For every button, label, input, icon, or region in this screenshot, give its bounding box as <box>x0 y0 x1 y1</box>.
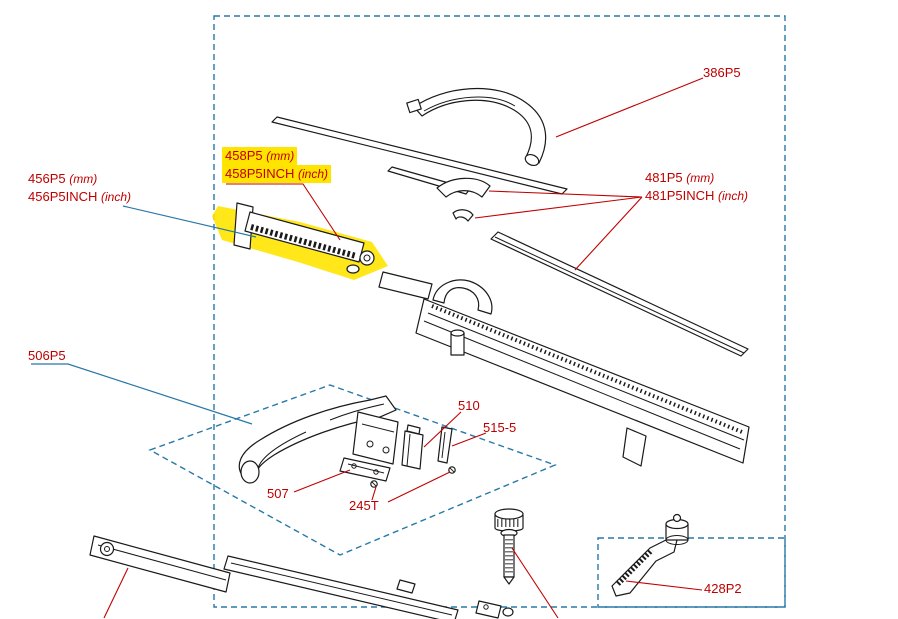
part-number: 386P5 <box>703 65 741 80</box>
part-number: 458P5 <box>225 148 263 163</box>
part-number: 515-5 <box>483 420 517 435</box>
part-number: 481P5INCH <box>645 188 715 203</box>
blue-leader-lines <box>31 205 257 425</box>
part-label-456P5[interactable]: 456P5 (mm) 456P5INCH (inch) <box>28 170 131 206</box>
part-number: 510 <box>458 398 480 413</box>
part-number: 458P5INCH <box>225 166 295 181</box>
unit-suffix: (mm) <box>69 172 98 186</box>
part-458P5-drawing <box>233 202 375 274</box>
part-label-245T[interactable]: 245T <box>349 497 379 514</box>
handle-assembly-box <box>148 384 557 556</box>
part-386P5-drawing <box>406 87 547 167</box>
unit-suffix: (mm) <box>686 171 715 185</box>
part-rail-bottom-left-drawing <box>89 535 231 593</box>
part-label-507[interactable]: 507 <box>267 485 289 502</box>
part-506P5-drawing <box>238 395 399 484</box>
part-label-428P2[interactable]: 428P2 <box>704 580 742 597</box>
part-small-bottom-drawing <box>475 600 514 619</box>
part-number: 481P5 <box>645 170 683 185</box>
part-label-456P5-inch: 456P5INCH (inch) <box>28 188 131 206</box>
part-number: 456P5 <box>28 171 66 186</box>
part-number: 456P5INCH <box>28 189 98 204</box>
part-number: 428P2 <box>704 581 742 596</box>
part-number: 506P5 <box>28 348 66 363</box>
unit-suffix: (inch) <box>718 189 749 203</box>
part-label-510[interactable]: 510 <box>458 397 480 414</box>
part-label-456P5-mm: 456P5 (mm) <box>28 170 131 188</box>
part-rail-bottom-center-drawing <box>223 555 459 619</box>
part-clip-drawing <box>436 177 491 222</box>
part-label-458P5-mm: 458P5 (mm) <box>222 147 298 165</box>
part-245T-drawing <box>370 466 456 488</box>
unit-suffix: (mm) <box>266 149 295 163</box>
part-label-458P5[interactable]: 458P5 (mm) 458P5INCH (inch) <box>222 147 332 183</box>
part-number: 507 <box>267 486 289 501</box>
unit-suffix: (inch) <box>101 190 132 204</box>
part-label-481P5-mm: 481P5 (mm) <box>645 169 748 187</box>
part-label-506P5[interactable]: 506P5 <box>28 347 66 364</box>
part-label-515-5[interactable]: 515-5 <box>483 419 516 436</box>
dashed-group-boxes <box>148 15 786 608</box>
red-leader-lines <box>103 77 704 619</box>
part-label-386P5[interactable]: 386P5 <box>703 64 741 81</box>
part-label-481P5[interactable]: 481P5 (mm) 481P5INCH (inch) <box>645 169 748 205</box>
main-assembly-box <box>213 15 786 608</box>
part-515-5-drawing <box>437 426 453 464</box>
part-label-481P5-inch: 481P5INCH (inch) <box>645 187 748 205</box>
part-number: 245T <box>349 498 379 513</box>
part-507-drawing <box>339 457 391 482</box>
part-label-458P5-inch: 458P5INCH (inch) <box>222 165 332 183</box>
part-510-drawing <box>401 424 424 470</box>
unit-suffix: (inch) <box>298 167 329 181</box>
bracket-assembly-box <box>597 537 786 608</box>
part-knob-shaft-drawing <box>494 508 524 585</box>
part-fence-body-drawing <box>378 271 750 467</box>
